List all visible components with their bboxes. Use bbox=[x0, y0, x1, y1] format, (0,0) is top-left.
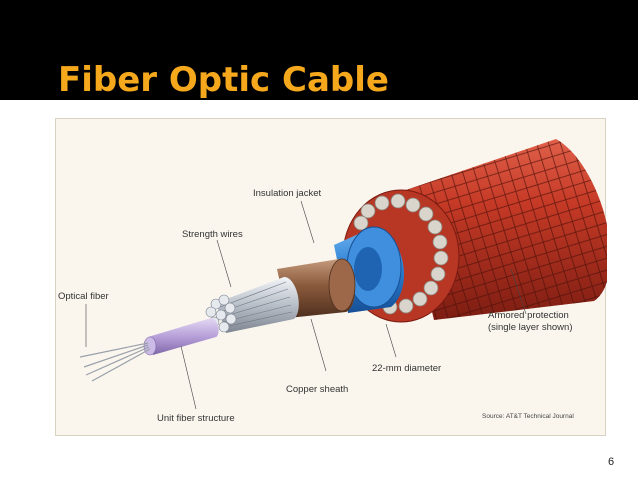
leader-lines bbox=[85, 200, 527, 410]
label-armored-protection-note: (single layer shown) bbox=[488, 322, 572, 333]
label-unit-fiber-structure: Unit fiber structure bbox=[157, 413, 235, 424]
label-diameter: 22-mm diameter bbox=[372, 363, 441, 374]
slide-header bbox=[0, 0, 638, 102]
cable-illustration: Insulation jacket Strength wires Optical… bbox=[58, 139, 607, 424]
unit-fiber-structure bbox=[143, 318, 219, 356]
label-copper-sheath: Copper sheath bbox=[286, 384, 348, 395]
label-armored-protection: Armored protection bbox=[488, 310, 569, 321]
optical-fibers bbox=[79, 342, 151, 382]
label-optical-fiber: Optical fiber bbox=[58, 291, 109, 302]
strength-wires-bundle bbox=[205, 276, 299, 333]
slide-title: Fiber Optic Cable bbox=[58, 60, 389, 100]
header-divider bbox=[0, 100, 638, 102]
label-insulation-jacket: Insulation jacket bbox=[253, 188, 321, 199]
insulation-jacket-layer bbox=[334, 226, 405, 313]
page-number: 6 bbox=[608, 456, 615, 468]
source-credit: Source: AT&T Technical Journal bbox=[482, 413, 574, 420]
label-strength-wires: Strength wires bbox=[182, 229, 243, 240]
armored-protection-layer bbox=[342, 139, 607, 323]
cable-diagram: Insulation jacket Strength wires Optical… bbox=[55, 118, 607, 436]
armor-wire-ring bbox=[353, 193, 449, 315]
